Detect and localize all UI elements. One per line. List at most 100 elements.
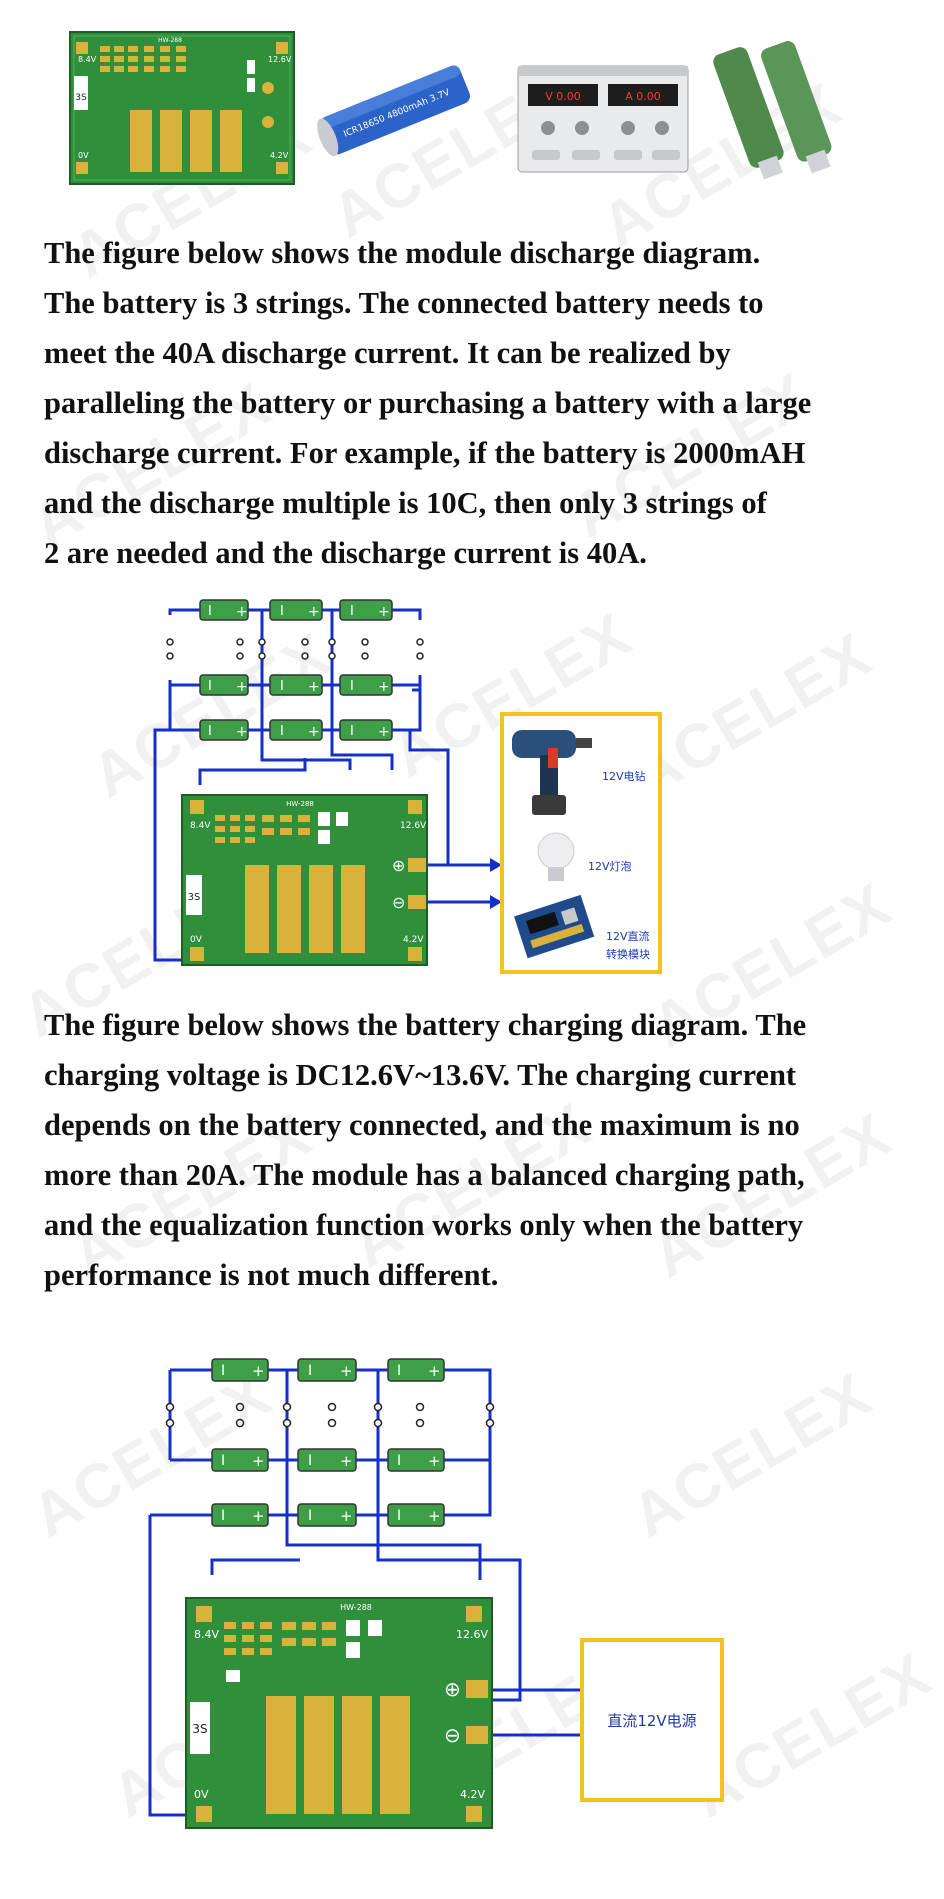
power-supply-photo: V 0.00 A 0.00 [517, 65, 689, 173]
psu-volt-display: V 0.00 [545, 90, 581, 103]
board-8v4-label: 8.4V [190, 821, 211, 831]
board-3s-label: 3S [75, 93, 87, 103]
load-resistor-photo [713, 41, 832, 180]
board-4v2-label: 4.2V [403, 935, 424, 945]
board-3s-label: 3S [188, 892, 201, 903]
paragraph-line: more than 20A. The module has a balanced… [44, 1158, 805, 1192]
cell-plus: + [308, 604, 320, 620]
cell-plus: + [252, 1452, 265, 1470]
cell-minus: I [280, 679, 284, 694]
paragraph-line: and the equalization function works only… [44, 1208, 804, 1242]
load-dcdc-label-1: 12V直流 [606, 929, 650, 943]
board-plus-label: ⊕ [444, 1677, 461, 1701]
cell-minus: I [221, 1508, 225, 1524]
cell-plus: + [378, 724, 390, 740]
board-12v6-label: 12.6V [400, 821, 427, 831]
paragraph-line: meet the 40A discharge current. It can b… [44, 336, 731, 370]
dc-source-label: 直流12V电源 [607, 1712, 696, 1730]
board-model-label: HW-288 [286, 800, 314, 808]
parallel-ellipsis [165, 1402, 495, 1428]
paragraph-line: and the discharge multiple is 10C, then … [44, 486, 767, 520]
cell-plus: + [428, 1362, 441, 1380]
board-12v6-label: 12.6V [456, 1628, 488, 1641]
discharge-description: The figure below shows the module discha… [44, 228, 934, 578]
load-dcdc-label-2: 转换模块 [606, 947, 650, 961]
cell-plus: + [308, 679, 320, 695]
cell-plus: + [428, 1507, 441, 1525]
cell-minus: I [208, 679, 212, 694]
paragraph-line: The figure below shows the module discha… [44, 236, 761, 270]
cell-minus: I [397, 1453, 401, 1469]
board-0v-label: 0V [190, 935, 203, 945]
cell-plus: + [308, 724, 320, 740]
battery-18650-photo: ICR18650 4800mAh 3.7V [317, 65, 471, 157]
cell-row-top: I + I + I + [199, 599, 393, 621]
cell-plus: + [340, 1507, 353, 1525]
paragraph-line: The battery is 3 strings. The connected … [44, 286, 764, 320]
cell-minus: I [208, 604, 212, 619]
cell-plus: + [340, 1452, 353, 1470]
board-3s-label: 3S [192, 1722, 207, 1736]
bulb-icon [537, 832, 575, 881]
cell-plus: + [236, 679, 248, 695]
cell-minus: I [280, 724, 284, 739]
load-drill-label: 12V电钻 [602, 769, 646, 783]
cell-minus: I [350, 604, 354, 619]
board-4v2-label: 4.2V [270, 151, 289, 160]
charging-diagram: I + I + I + I + I + I + I + I + I + [148, 1358, 724, 1829]
cell-minus: I [308, 1453, 312, 1469]
cell-minus: I [221, 1363, 225, 1379]
psu-amp-display: A 0.00 [625, 90, 661, 103]
discharge-diagram: I + I + I + I + I + I + I + I + I + [153, 599, 662, 974]
cell-minus: I [350, 724, 354, 739]
cell-minus: I [397, 1508, 401, 1524]
cell-plus: + [378, 679, 390, 695]
board-plus-label: ⊕ [392, 856, 405, 875]
charging-description: The figure below shows the battery charg… [44, 1000, 934, 1300]
board-8v4-label: 8.4V [194, 1628, 219, 1641]
paragraph-line: depends on the battery connected, and th… [44, 1108, 800, 1142]
paragraph-line: paralleling the battery or purchasing a … [44, 386, 812, 420]
cell-row-middle: I + I + I + [199, 674, 393, 696]
bms-board-photo: 3S 8.4V 12.6V 0V 4.2V HW-288 [69, 31, 295, 185]
board-0v-label: 0V [78, 151, 89, 160]
cell-row-middle: I + I + I + [211, 1448, 445, 1472]
loads-box: 12V电钻 12V灯泡 12V直流 转换模块 [500, 712, 662, 974]
board-model-label: HW-288 [158, 37, 182, 44]
dc-power-source-box: 直流12V电源 [580, 1638, 724, 1802]
drill-icon [512, 730, 592, 815]
cell-minus: I [221, 1453, 225, 1469]
board-4v2-label: 4.2V [460, 1788, 485, 1801]
cell-plus: + [378, 604, 390, 620]
parallel-ellipsis [166, 638, 424, 660]
board-minus-label: ⊖ [444, 1723, 461, 1747]
bms-board: 8.4V 12.6V 0V 4.2V HW-288 3S ⊕ ⊖ [185, 1597, 493, 1829]
cell-plus: + [340, 1362, 353, 1380]
cell-plus: + [252, 1362, 265, 1380]
paragraph-line: performance is not much different. [44, 1258, 499, 1292]
cell-plus: + [252, 1507, 265, 1525]
cell-plus: + [236, 604, 248, 620]
cell-minus: I [308, 1363, 312, 1379]
dcdc-module-icon [514, 894, 595, 959]
board-0v-label: 0V [194, 1788, 209, 1801]
cell-row-bottom: I + I + I + [211, 1503, 445, 1527]
cell-minus: I [308, 1508, 312, 1524]
board-model-label: HW-288 [340, 1603, 372, 1612]
board-12v6-label: 12.6V [268, 55, 292, 64]
board-8v4-label: 8.4V [78, 55, 97, 64]
cell-plus: + [236, 724, 248, 740]
cell-minus: I [280, 604, 284, 619]
paragraph-line: discharge current. For example, if the b… [44, 436, 806, 470]
paragraph-line: The figure below shows the battery charg… [44, 1008, 807, 1042]
cell-minus: I [350, 679, 354, 694]
cell-minus: I [397, 1363, 401, 1379]
bms-board: 8.4V 12.6V 0V 4.2V HW-288 3S ⊕ ⊖ [181, 794, 428, 966]
cell-row-top: I + I + I + [211, 1358, 445, 1382]
cell-plus: + [428, 1452, 441, 1470]
product-photos: 3S 8.4V 12.6V 0V 4.2V HW-288 ICR18650 48… [69, 31, 832, 185]
paragraph-line: 2 are needed and the discharge current i… [44, 536, 647, 570]
load-bulb-label: 12V灯泡 [588, 859, 632, 873]
board-minus-label: ⊖ [392, 893, 405, 912]
cell-row-bottom: I + I + I + [199, 719, 393, 741]
